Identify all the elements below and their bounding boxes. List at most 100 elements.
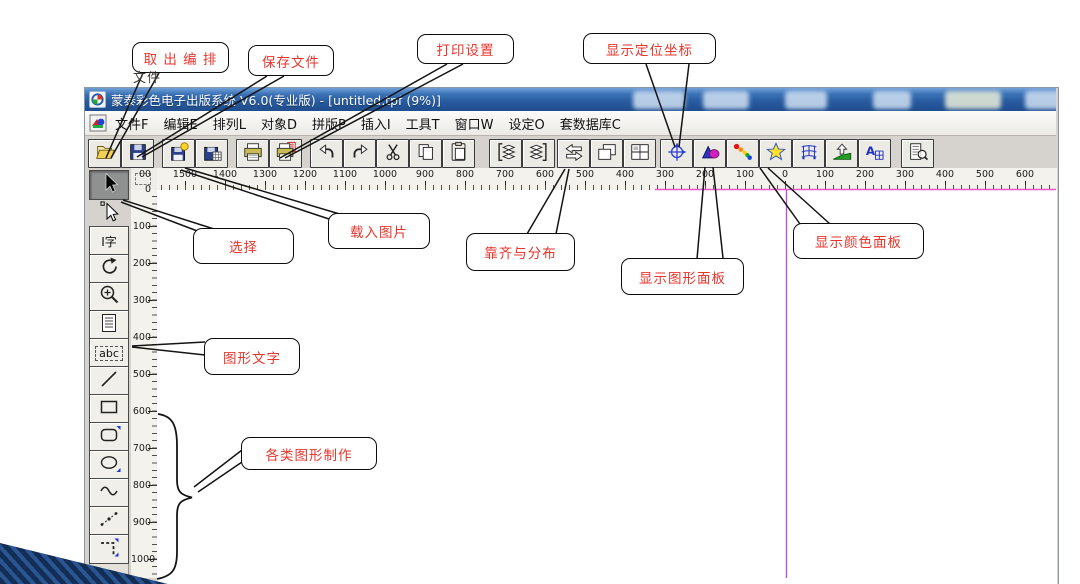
paste-button[interactable] bbox=[442, 139, 475, 168]
picture-manager-button[interactable] bbox=[195, 139, 228, 168]
star-icon bbox=[764, 141, 788, 167]
letter-grid-icon: A bbox=[863, 141, 887, 167]
star-tool-button[interactable] bbox=[759, 139, 792, 168]
scissors-icon bbox=[381, 141, 405, 167]
h-ruler-label: 600 bbox=[1015, 169, 1035, 180]
text-tool[interactable]: I字 bbox=[89, 226, 129, 256]
h-ruler-label: 100 bbox=[735, 169, 755, 180]
polyline-tool[interactable] bbox=[89, 506, 129, 536]
mesh-warp-button[interactable] bbox=[792, 139, 825, 168]
line-tool[interactable] bbox=[89, 366, 129, 396]
ellipse-tool[interactable] bbox=[89, 450, 129, 480]
menu-item-7[interactable]: 工具T bbox=[405, 117, 440, 133]
print-preview-button[interactable] bbox=[901, 139, 934, 168]
floppy-grid-icon bbox=[200, 141, 224, 167]
callout-shape-tools: 各类图形制作 bbox=[241, 437, 377, 470]
h-ruler-label: 700 bbox=[495, 169, 515, 180]
rounded-rect-tool[interactable] bbox=[89, 422, 129, 452]
combine-panes-button[interactable] bbox=[623, 139, 656, 168]
load-picture-button[interactable] bbox=[162, 139, 195, 168]
rect-tool[interactable] bbox=[89, 394, 129, 424]
show-color-panel-button[interactable] bbox=[726, 139, 759, 168]
align-distribute-button[interactable] bbox=[557, 139, 590, 168]
printer-icon bbox=[241, 141, 265, 167]
print-setup-button[interactable] bbox=[269, 139, 302, 168]
graphic-text-tool[interactable]: abc bbox=[89, 338, 129, 368]
taskbar-blob bbox=[703, 91, 749, 109]
floppy-icon bbox=[126, 141, 150, 167]
h-ruler-label: 1000 bbox=[372, 169, 398, 180]
copy-pages-icon bbox=[414, 141, 438, 167]
dashed-box-tool[interactable] bbox=[89, 534, 129, 564]
save-file-button[interactable] bbox=[121, 139, 154, 168]
menu-item-8[interactable]: 窗口W bbox=[454, 117, 494, 133]
h-ruler-label: 1300 bbox=[252, 169, 278, 180]
v-ruler-label: 300 bbox=[132, 295, 151, 306]
mesh-icon bbox=[797, 141, 821, 167]
menu-item-9[interactable]: 设定O bbox=[508, 117, 545, 133]
layer-back-icon bbox=[527, 141, 551, 167]
menu-item-5[interactable]: 拼版P bbox=[311, 117, 346, 133]
clipboard-icon bbox=[447, 141, 471, 167]
wave-icon bbox=[95, 479, 123, 507]
app-icon bbox=[89, 91, 106, 108]
title-bar[interactable]: 蒙泰彩色电子出版系统 V6.0(专业版) - [untitled.tpf (9%… bbox=[85, 88, 1056, 112]
v-ruler-label: 400 bbox=[132, 332, 151, 343]
panes-icon bbox=[628, 141, 652, 167]
v-ruler-label: 1000 bbox=[131, 554, 156, 565]
h-ruler-label: 300 bbox=[655, 169, 675, 180]
callout-print-setup: 打印设置 bbox=[417, 34, 514, 64]
h-ruler-label: 400 bbox=[935, 169, 955, 180]
doc-lines-icon bbox=[95, 311, 123, 339]
ellipse-icon bbox=[95, 451, 123, 479]
h-ruler-label: 300 bbox=[895, 169, 915, 180]
undo-arrow-icon bbox=[315, 141, 339, 167]
undo-button[interactable] bbox=[310, 139, 343, 168]
v-ruler-label: 600 bbox=[132, 406, 151, 417]
h-ruler-label: 1200 bbox=[292, 169, 318, 180]
window-title: 蒙泰彩色电子出版系统 V6.0(专业版) - [untitled.tpf (9%… bbox=[111, 93, 441, 108]
curve-tool[interactable] bbox=[89, 478, 129, 508]
rect-icon bbox=[95, 395, 123, 423]
swap-arrows-icon bbox=[562, 141, 586, 167]
copy-button[interactable] bbox=[409, 139, 442, 168]
select-tool[interactable] bbox=[89, 170, 129, 200]
text-block-tool[interactable] bbox=[89, 310, 129, 340]
menu-item-4[interactable]: 对象D bbox=[260, 117, 297, 133]
cascade-icon bbox=[595, 141, 619, 167]
send-to-back-button[interactable] bbox=[522, 139, 555, 168]
page-up-button[interactable] bbox=[825, 139, 858, 168]
menu-item-6[interactable]: 插入I bbox=[360, 117, 391, 133]
open-file-button[interactable] bbox=[88, 139, 121, 168]
color-dots-icon bbox=[731, 141, 755, 167]
rounded-rect-icon bbox=[95, 423, 123, 451]
h-ruler-label: 200 bbox=[695, 169, 715, 180]
magnifier-icon bbox=[95, 283, 123, 311]
h-ruler-label: 800 bbox=[455, 169, 475, 180]
direct-select-tool[interactable] bbox=[89, 198, 129, 228]
shapes-icon bbox=[698, 141, 722, 167]
bring-to-front-button[interactable] bbox=[489, 139, 522, 168]
redo-button[interactable] bbox=[343, 139, 376, 168]
show-position-coords-button[interactable] bbox=[660, 139, 693, 168]
menu-item-1[interactable]: 文件F bbox=[115, 117, 149, 133]
rotate-tool[interactable] bbox=[89, 254, 129, 284]
taskbar-blob bbox=[1025, 91, 1056, 109]
v-ruler-label: 100 bbox=[132, 221, 151, 232]
v-ruler-label: 500 bbox=[132, 369, 151, 380]
cut-button[interactable] bbox=[376, 139, 409, 168]
document-icon[interactable] bbox=[89, 114, 107, 132]
show-graphics-panel-button[interactable] bbox=[693, 139, 726, 168]
menu-item-2[interactable]: 编辑E bbox=[163, 117, 198, 133]
zoom-tool[interactable] bbox=[89, 282, 129, 312]
black-arrow-icon bbox=[95, 171, 123, 199]
cascade-pages-button[interactable] bbox=[590, 139, 623, 168]
v-ruler-label: 900 bbox=[132, 517, 151, 528]
menu-item-10[interactable]: 套数据库C bbox=[559, 117, 621, 133]
taskbar-blob bbox=[873, 91, 911, 109]
print-button[interactable] bbox=[236, 139, 269, 168]
menu-item-3[interactable]: 排列L bbox=[212, 117, 246, 133]
v-ruler-label: 800 bbox=[132, 480, 151, 491]
text-grid-button[interactable]: A bbox=[858, 139, 891, 168]
